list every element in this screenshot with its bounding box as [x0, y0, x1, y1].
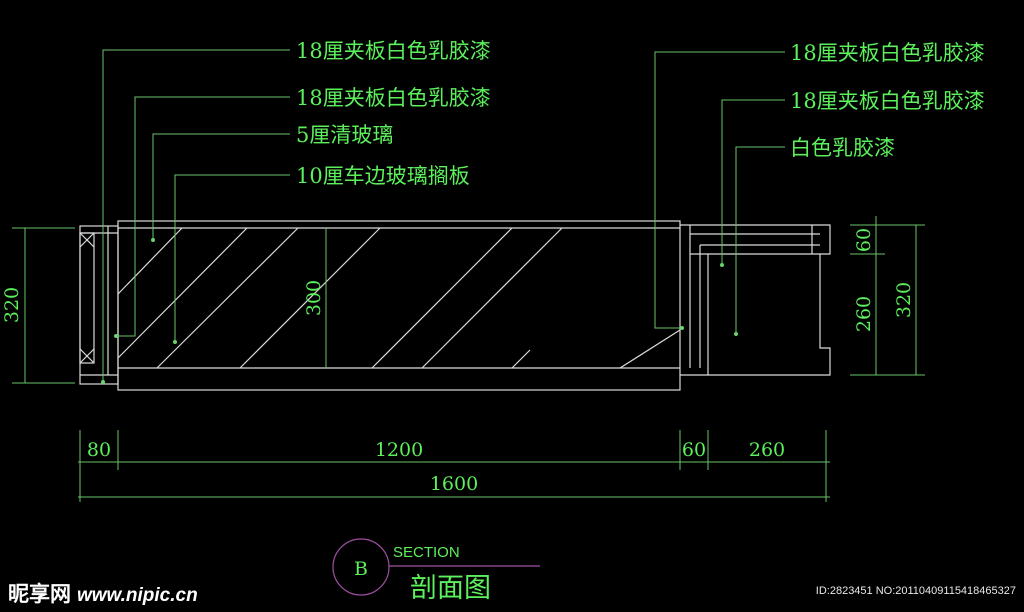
label-right-1: 18厘夹板白色乳胶漆: [790, 41, 985, 65]
label-right-3: 白色乳胶漆: [790, 136, 895, 160]
dim-total-width: 1600: [430, 473, 478, 495]
label-right-2: 18厘夹板白色乳胶漆: [790, 89, 985, 113]
label-left-4: 10厘车边玻璃搁板: [296, 164, 470, 188]
dimension-lines: [12, 216, 925, 502]
watermark-url: www.nipic.cn: [77, 585, 198, 606]
section-title: SECTION: [393, 544, 460, 561]
dim-bottom-2: 1200: [375, 439, 423, 461]
dim-right-bottom: 260: [853, 296, 875, 332]
label-left-2: 18厘夹板白色乳胶漆: [296, 86, 491, 110]
watermark-id: ID:2823451 NO:20110409115418465327: [815, 585, 1016, 597]
dim-left-height: 320: [1, 287, 23, 323]
label-left-1: 18厘夹板白色乳胶漆: [296, 39, 491, 63]
dim-bottom-1: 80: [87, 439, 111, 461]
leader-lines: [101, 49, 785, 384]
label-left-3: 5厘清玻璃: [296, 123, 393, 147]
section-circle: [332, 538, 390, 596]
dim-bottom-4: 260: [749, 439, 785, 461]
dim-glass-height: 300: [303, 280, 325, 316]
dim-right-top: 60: [853, 228, 875, 252]
dim-bottom-3: 60: [682, 439, 706, 461]
main-section: [79, 220, 831, 391]
section-subtitle: 剖面图: [410, 573, 491, 604]
section-letter: B: [354, 558, 368, 580]
dim-right-total: 320: [893, 282, 915, 318]
